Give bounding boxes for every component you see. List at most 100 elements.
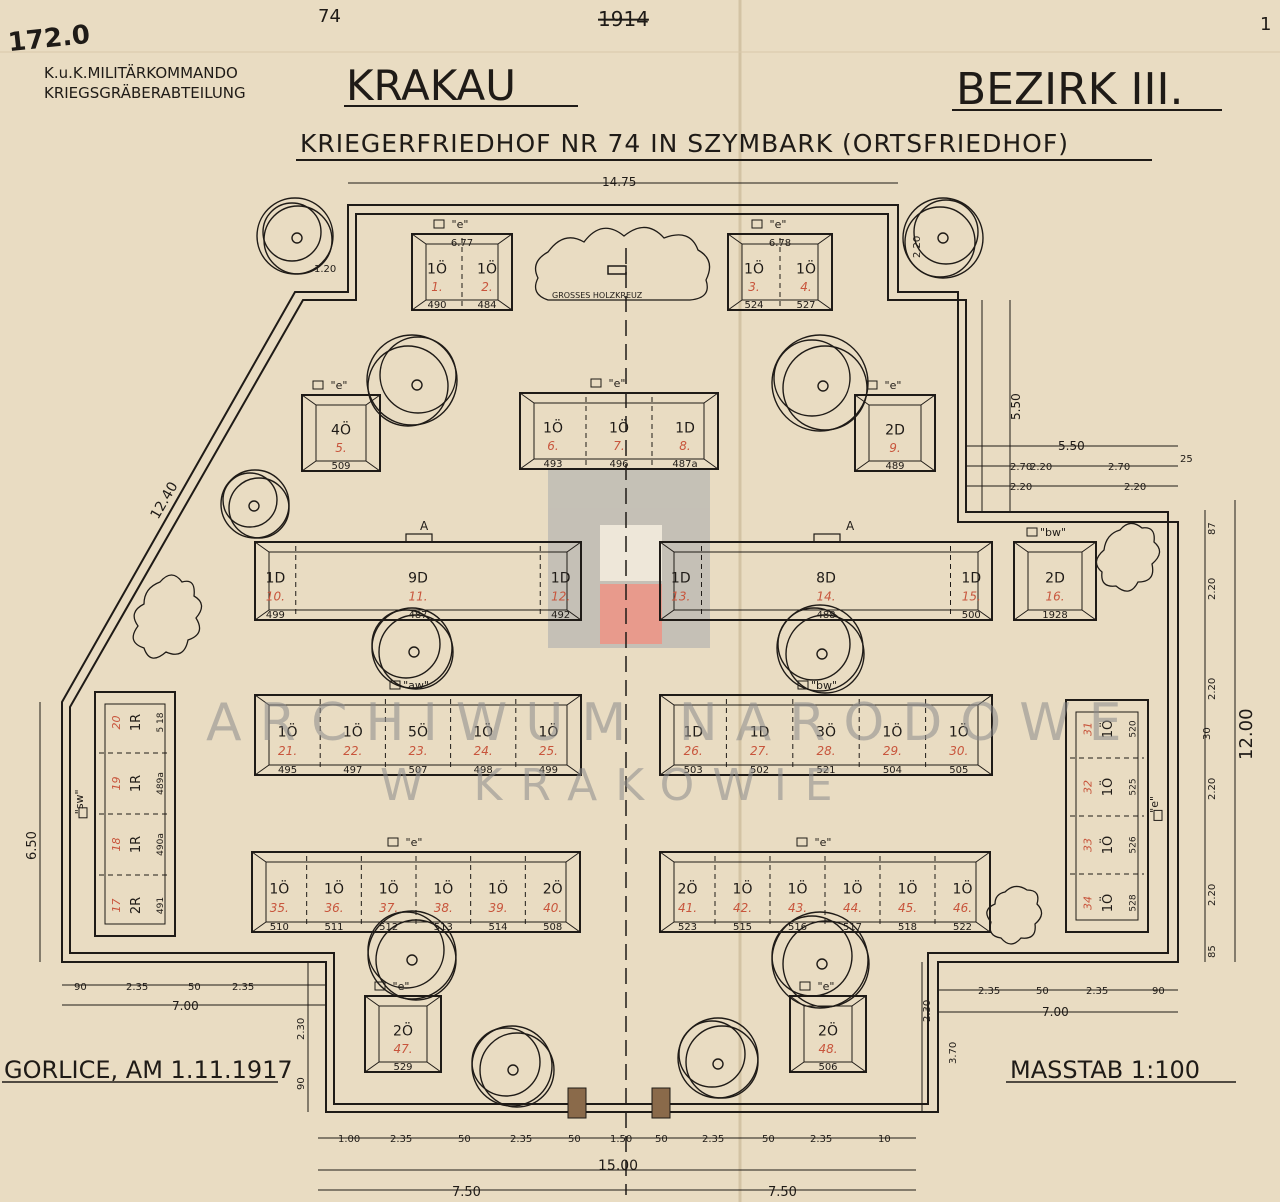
grave-block: 4Ö5.509"e": [301, 379, 381, 472]
grave-number: 28.: [816, 744, 835, 758]
grave-number: 32: [1082, 780, 1095, 794]
grave-block: 2D9.489"e": [854, 379, 936, 472]
dim-50: 50: [568, 1134, 581, 1145]
command-line-1: K.u.K.MILITÄRKOMMANDO: [44, 63, 238, 82]
grave-label: 2R: [129, 897, 144, 914]
headstone-type-label: "e": [452, 218, 469, 231]
cross-label: GROSSES HOLZKREUZ: [552, 291, 643, 300]
headstone-marker-icon: [433, 219, 445, 229]
grave-label: 1Ö: [1099, 778, 1116, 797]
grave-label: 1Ö: [1099, 720, 1116, 739]
grave-code: 517: [843, 922, 862, 933]
grave-number: 26.: [684, 744, 703, 758]
grave-code: 526: [1129, 836, 1139, 853]
dim-90: 90: [296, 1077, 307, 1090]
grave-code: 523: [678, 922, 697, 933]
grave-number: 12.: [551, 590, 570, 604]
grave-label: 1D: [675, 421, 695, 437]
dim-bottom-half-right: 7.50: [768, 1185, 797, 1200]
grave-label: 1Ö: [473, 723, 493, 741]
grave-code: 499: [266, 610, 285, 621]
grave-label: 1Ö: [433, 880, 453, 898]
grave-code: 491: [156, 897, 166, 914]
grave-number: 20: [110, 716, 123, 730]
dim-235: 2.35: [810, 1134, 832, 1145]
headstone-marker-icon: [387, 837, 399, 847]
grave-number: 27.: [750, 744, 769, 758]
grave-code: 499: [539, 765, 558, 776]
grave-code: 505: [949, 765, 968, 776]
dim-left-height: 6.50: [25, 831, 40, 860]
watermark-line-2: W KRAKOWIE: [380, 760, 851, 811]
dim-120: 1.20: [314, 264, 336, 275]
grave-number: 3.: [748, 280, 759, 294]
grave-label: 2Ö: [543, 880, 563, 898]
grave-label: 2D: [885, 423, 905, 439]
dim-50: 50: [762, 1134, 775, 1145]
grave-label: 1Ö: [796, 260, 816, 278]
grave-block: 2Ö41.5231Ö42.5151Ö43.5161Ö44.5171Ö45.518…: [659, 836, 991, 933]
grave-label: 1D: [683, 725, 703, 741]
grave-number: 2.: [481, 280, 492, 294]
grave-label: 1Ö: [477, 260, 497, 278]
dim-220: 2.20: [1207, 884, 1218, 906]
tree-icon: [771, 334, 869, 432]
dim-150: 1.50: [610, 1134, 632, 1145]
tree-icon: [471, 1025, 555, 1108]
headstone-type-label: "e": [818, 980, 835, 993]
headstone-marker-icon: [389, 680, 401, 690]
grave-code: 524: [744, 300, 763, 311]
tree-icon: [902, 197, 984, 279]
grave-code: 514: [488, 922, 507, 933]
grave-code: 528: [1129, 894, 1139, 911]
grave-number: 31: [1082, 722, 1095, 736]
grave-label: 1D: [961, 571, 981, 587]
grave-label: 1Ö: [427, 260, 447, 278]
monument-marker-label: A: [846, 519, 855, 533]
grave-code: 502: [750, 765, 769, 776]
grave-label: 1Ö: [379, 880, 399, 898]
grave-number: 21.: [278, 744, 297, 758]
grave-number: 34: [1082, 896, 1095, 910]
grave-label: 2Ö: [678, 880, 698, 898]
grave-label: 1Ö: [269, 880, 289, 898]
shrub-icon: [1095, 522, 1161, 592]
date-signature: GORLICE, AM 1.11.1917: [4, 1056, 293, 1084]
grave-block: 1D26.5031D27.5023Ö28.5211Ö29.5041Ö30.505…: [659, 679, 993, 776]
dim-235: 2.35: [1086, 986, 1108, 997]
grave-code: 508: [543, 922, 562, 933]
grave-number: 45.: [898, 901, 917, 915]
grave-label: 1D: [266, 571, 286, 587]
grave-number: 30.: [949, 744, 968, 758]
grave-number: 33: [1082, 838, 1095, 852]
dim-235: 2.35: [978, 986, 1000, 997]
grave-number: 16.: [1045, 590, 1064, 604]
grave-label: 1Ö: [488, 880, 508, 898]
grave-number: 38.: [434, 901, 453, 915]
cemetery-title: KRIEGERFRIEDHOF NR 74 IN SZYMBARK (ORTSF…: [300, 129, 1069, 158]
gate-post-left: [567, 1087, 587, 1119]
grave-label: 1D: [671, 571, 691, 587]
grave-code: 1928: [1042, 610, 1067, 621]
grave-code: 507: [408, 765, 427, 776]
tree-icon: [256, 197, 334, 275]
headstone-type-label: "e": [770, 218, 787, 231]
grave-number: 15.: [962, 590, 981, 604]
grave-label: 4Ö: [331, 421, 351, 439]
dim-left-bottom-total: 7.00: [172, 999, 199, 1013]
dim-bottom-half-left: 7.50: [452, 1185, 481, 1200]
dim-90: 90: [1152, 986, 1165, 997]
dim-100: 1.00: [338, 1134, 360, 1145]
grave-label: 1Ö: [953, 880, 973, 898]
dim-220: 2.20: [1124, 482, 1146, 493]
grave-code: 489: [885, 461, 904, 472]
scale-note: MASSTAB 1:100: [1010, 1056, 1200, 1084]
headstone-marker-icon: [590, 378, 602, 388]
grave-code: 495: [278, 765, 297, 776]
